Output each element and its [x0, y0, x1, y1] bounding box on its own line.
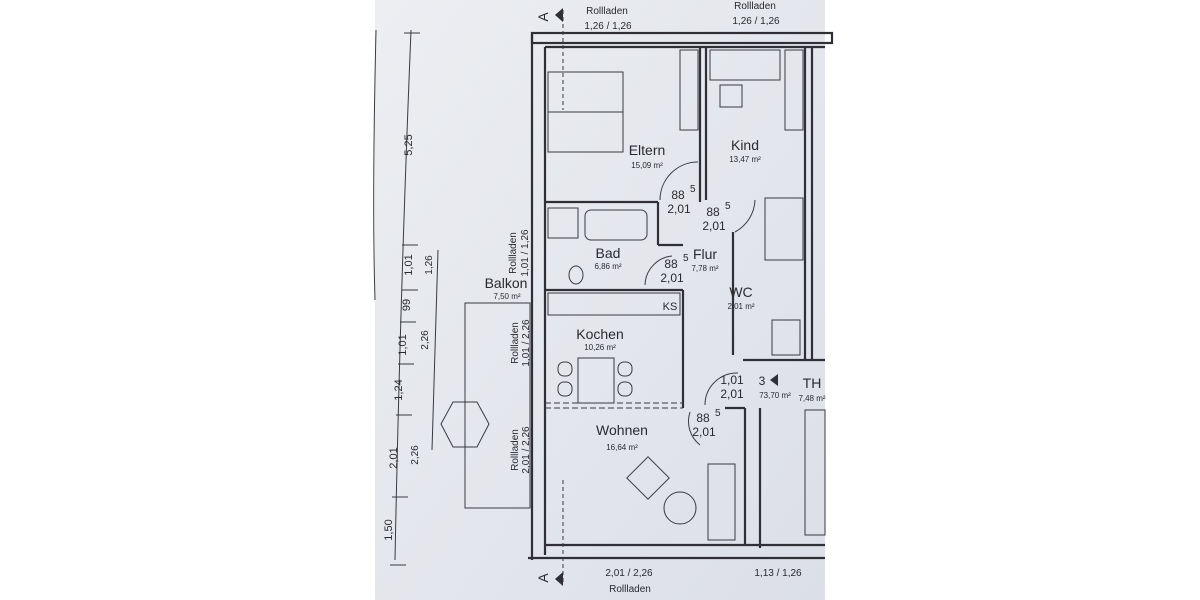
section-marker-top: A	[535, 12, 551, 22]
door-sup: 5	[690, 184, 696, 195]
room-name-th: TH	[803, 375, 822, 391]
room-name-balkon: Balkon	[485, 275, 528, 291]
windows-bad_side-label: Rollladen	[508, 232, 519, 274]
dimensions-outer-5: 2,01	[388, 447, 400, 468]
room-area-th: 7,48 m²	[798, 394, 825, 403]
room-area-wohnen: 16,64 m²	[606, 443, 638, 452]
door-height: 2,01	[692, 425, 716, 439]
room-area-kochen: 10,26 m²	[584, 343, 616, 352]
windows-bottom-label: Rollladen	[609, 584, 651, 595]
dimension-labels: 5,25 1,01 99 1,01 1,24 2,01 1,50 1,26 2,…	[383, 134, 435, 540]
sofa	[707, 463, 736, 541]
room-name-flur: Flur	[693, 246, 717, 262]
windows-wohnen_side-size: 2,01 / 2,26	[521, 426, 532, 474]
walls	[528, 31, 834, 560]
door-sup: 5	[725, 201, 731, 212]
room-area-bad: 6,86 m²	[594, 262, 621, 271]
door-height: 2,01	[667, 202, 691, 216]
paper-background	[375, 0, 825, 600]
room-name-bad: Bad	[596, 245, 621, 261]
windows-top_left-label: Rollladen	[586, 6, 628, 17]
dining-table	[577, 357, 615, 404]
windows-kochen_side-label: Rollladen	[510, 322, 521, 364]
room-area-eltern: 15,09 m²	[631, 161, 663, 170]
windows-top_right-label: Rollladen	[734, 1, 776, 12]
windows-top_left-size: 1,26 / 1,26	[584, 21, 632, 32]
door-width: 1,01	[720, 373, 744, 387]
dimensions-outer-2: 99	[401, 299, 413, 311]
entrance-arrow-icon	[770, 374, 778, 386]
windows-bad_side-size: 1,01 / 1,26	[520, 229, 531, 277]
toilet	[568, 265, 584, 285]
section-marker-bottom: A	[535, 573, 551, 583]
section-markers: A A	[535, 8, 564, 586]
kitchen-counter	[547, 292, 681, 316]
dimensions-inner-1: 2,26	[420, 330, 431, 350]
windows-top_right-size: 1,26 / 1,26	[732, 16, 780, 27]
door-width: 88	[706, 205, 720, 219]
room-name-kind: Kind	[731, 137, 759, 153]
room-name-kochen: Kochen	[576, 326, 623, 342]
bathtub	[584, 209, 648, 241]
windows-wohnen_side-label: Rollladen	[510, 429, 521, 471]
balcony-outline	[464, 302, 531, 509]
wardrobe	[784, 49, 804, 131]
wardrobe	[679, 49, 699, 131]
desk	[709, 49, 781, 81]
th-furniture	[804, 409, 826, 536]
door-height: 2,01	[702, 219, 726, 233]
apartment-number: 3	[759, 374, 766, 388]
room-name-eltern: Eltern	[629, 142, 666, 158]
dimensions-outer-0: 5,25	[403, 134, 415, 155]
chair	[719, 84, 743, 108]
dimensions-outer-1: 1,01	[403, 254, 415, 275]
dimensions-outer-3: 1,01	[397, 334, 409, 355]
armchair	[626, 456, 670, 500]
door-sup: 5	[715, 408, 721, 419]
furniture	[440, 49, 826, 541]
door-height: 2,01	[660, 271, 684, 285]
door-width: 88	[696, 411, 710, 425]
wc-toilet	[771, 319, 801, 356]
window-labels: Rollladen 1,26 / 1,26 Rollladen 1,26 / 1…	[508, 1, 802, 595]
door-width: 88	[671, 188, 685, 202]
door-sup: 5	[683, 253, 689, 264]
room-area-wc: 2,01 m²	[727, 302, 754, 311]
windows-kochen_side-size: 1,01 / 2,26	[521, 319, 532, 367]
parasol	[440, 401, 490, 448]
round-table	[663, 491, 697, 525]
dimensions-inner-0: 1,26	[424, 255, 435, 275]
dimensions-outer-6: 1,50	[383, 519, 395, 540]
dimension-lines	[373, 29, 439, 566]
windows-bottom_right-size: 1,13 / 1,26	[754, 568, 802, 579]
dimensions-outer-4: 1,24	[393, 379, 405, 400]
apartment-area: 73,70 m²	[759, 391, 791, 400]
dimensions-inner-2: 2,26	[410, 445, 421, 465]
door-width: 88	[664, 257, 678, 271]
room-area-kind: 13,47 m²	[729, 155, 761, 164]
windows-bottom-size: 2,01 / 2,26	[605, 568, 653, 579]
room-name-wc: WC	[729, 284, 752, 300]
room-name-wohnen: Wohnen	[596, 422, 648, 438]
door-labels: 88 5 2,01 88 5 2,01 88 5 2,01 88 5 2,01 …	[644, 161, 756, 446]
bed	[764, 197, 804, 261]
door-height: 2,01	[720, 387, 744, 401]
room-area-flur: 7,78 m²	[691, 264, 718, 273]
shower	[547, 207, 579, 239]
room-area-balkon: 7,50 m²	[493, 292, 520, 301]
kitchen-label-ks: KS	[663, 301, 678, 313]
